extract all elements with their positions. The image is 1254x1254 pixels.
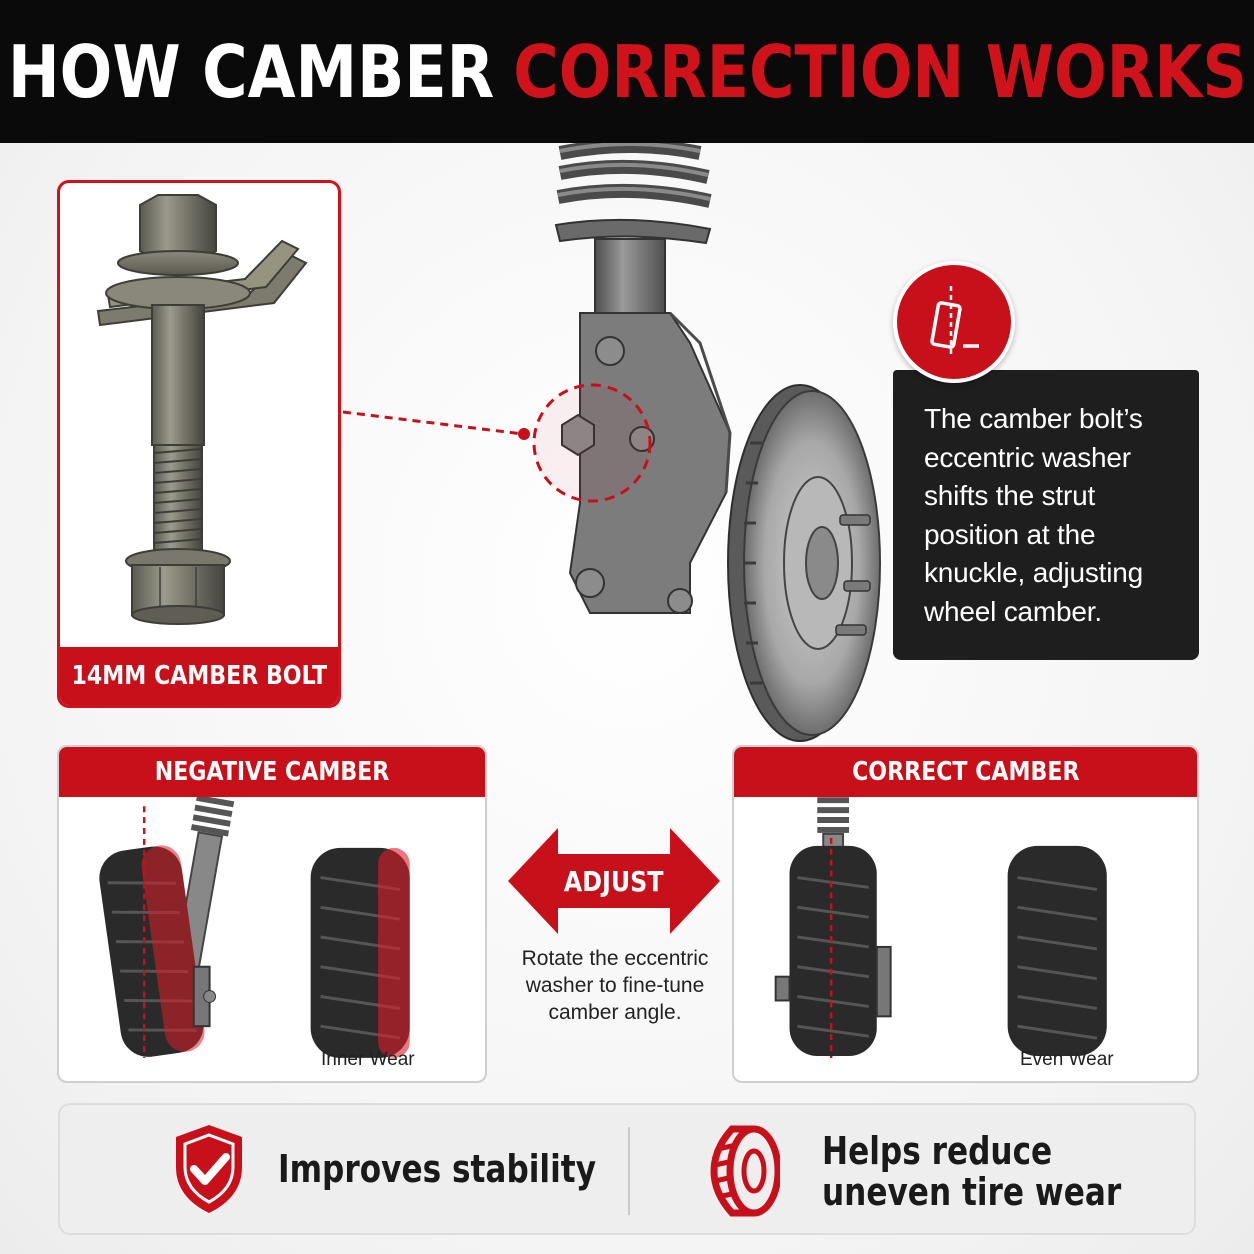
- tire-wear-line1: Helps reduce: [822, 1129, 1053, 1173]
- title-white: HOW CAMBER: [7, 29, 494, 114]
- camber-angle-icon: [893, 261, 1015, 383]
- bolt-label-text: 14MM CAMBER BOLT: [71, 661, 327, 691]
- bolt-label: 14MM CAMBER BOLT: [60, 647, 338, 705]
- info-box: The camber bolt’s eccentric washer shift…: [893, 370, 1199, 660]
- benefits-bar: Improves stability Helps reduce uneven t…: [58, 1103, 1196, 1235]
- camber-bolt-image: [96, 194, 308, 625]
- tire-wear-line2: uneven tire wear: [822, 1170, 1122, 1214]
- negative-camber-illustration: [99, 797, 410, 1058]
- correct-camber-illustration: [774, 797, 1107, 1058]
- title-red: CORRECTION WORKS: [512, 29, 1247, 114]
- even-wear-label: Even Wear: [1020, 1049, 1114, 1070]
- info-text: The camber bolt’s eccentric washer shift…: [924, 403, 1143, 627]
- tire-icon: [710, 1125, 780, 1217]
- stability-text-value: Improves stability: [278, 1147, 597, 1191]
- benefits-divider: [628, 1127, 630, 1215]
- bolt-connector-line: [342, 410, 530, 440]
- adjust-description: Rotate the eccentric washer to fine-tune…: [521, 947, 709, 1024]
- correct-camber-title: CORRECT CAMBER: [851, 757, 1080, 787]
- camber-angle-glyph: [930, 286, 979, 358]
- inner-wear-label: Inner Wear: [321, 1049, 415, 1070]
- shield-check-icon: [176, 1125, 242, 1213]
- correct-camber-header: CORRECT CAMBER: [734, 747, 1197, 797]
- adjust-label-text: ADJUST: [564, 864, 664, 898]
- correct-camber-card: CORRECT CAMBER Even: [732, 745, 1199, 1083]
- adjust-label: ADJUST: [508, 828, 720, 934]
- stability-text: Improves stability: [278, 1149, 666, 1190]
- camber-bolt-card: 14MM CAMBER BOLT: [57, 180, 341, 708]
- negative-camber-header: NEGATIVE CAMBER: [59, 747, 485, 797]
- adjust-arrow: [508, 828, 720, 934]
- negative-camber-title: NEGATIVE CAMBER: [154, 757, 390, 787]
- strut-assembly-image: [532, 143, 881, 742]
- tire-wear-text: Helps reduce uneven tire wear: [822, 1131, 1187, 1213]
- negative-camber-card: NEGATIVE CAMBER: [57, 745, 487, 1083]
